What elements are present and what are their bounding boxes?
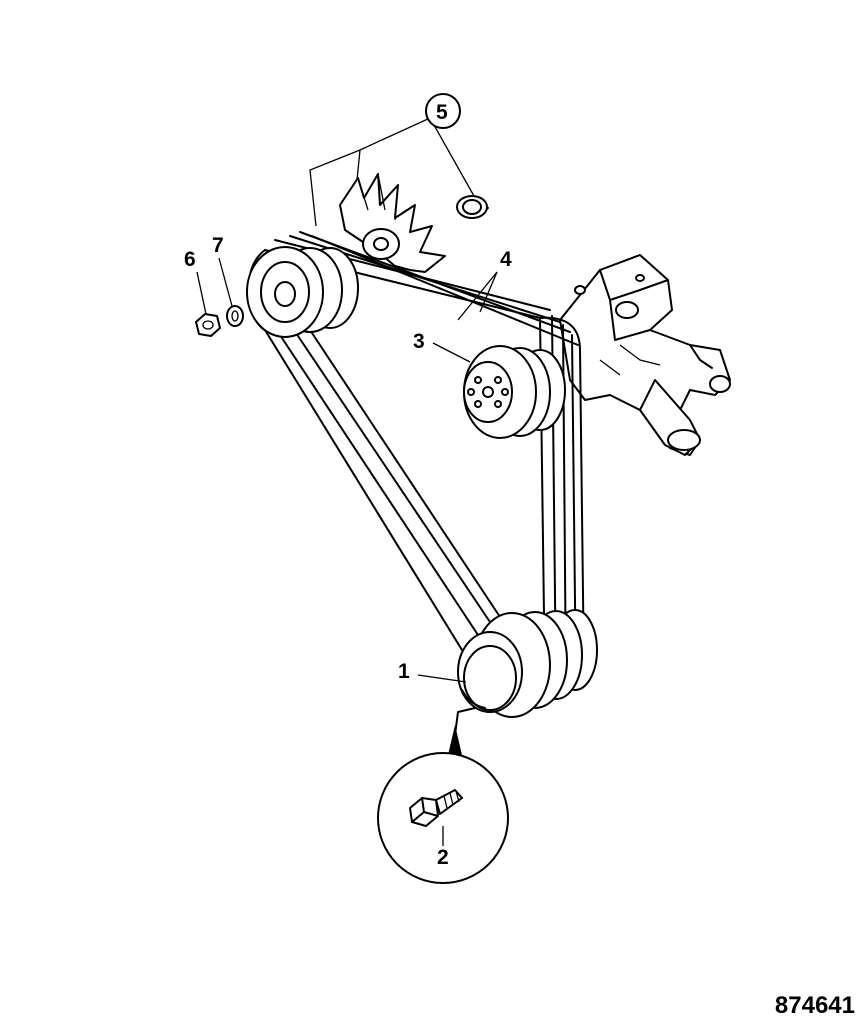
- callout-5-circle: [425, 93, 461, 129]
- callout-5: 5: [436, 101, 448, 124]
- bolt-inset: [377, 752, 509, 884]
- bolt: [409, 789, 463, 827]
- water-pump-pulley: [463, 345, 566, 439]
- leader-lines: [196, 117, 498, 846]
- fan: [339, 173, 446, 273]
- callout-7: 7: [212, 234, 224, 257]
- callout-1: 1: [398, 660, 410, 683]
- nut: [195, 313, 221, 337]
- water-pump-housing: [559, 254, 731, 456]
- crankshaft-pulley: [457, 609, 598, 718]
- callout-4: 4: [500, 248, 512, 271]
- washer: [226, 305, 244, 327]
- callouts: 1 2 3 4 5 6 7: [184, 93, 512, 869]
- callout-6: 6: [184, 248, 196, 271]
- alternator-pulley: [246, 246, 359, 338]
- inset-pointer: [448, 707, 476, 755]
- figure-number: 874641: [774, 992, 855, 1019]
- callout-3: 3: [413, 330, 425, 353]
- spacer: [456, 195, 489, 219]
- callout-2: 2: [437, 846, 449, 869]
